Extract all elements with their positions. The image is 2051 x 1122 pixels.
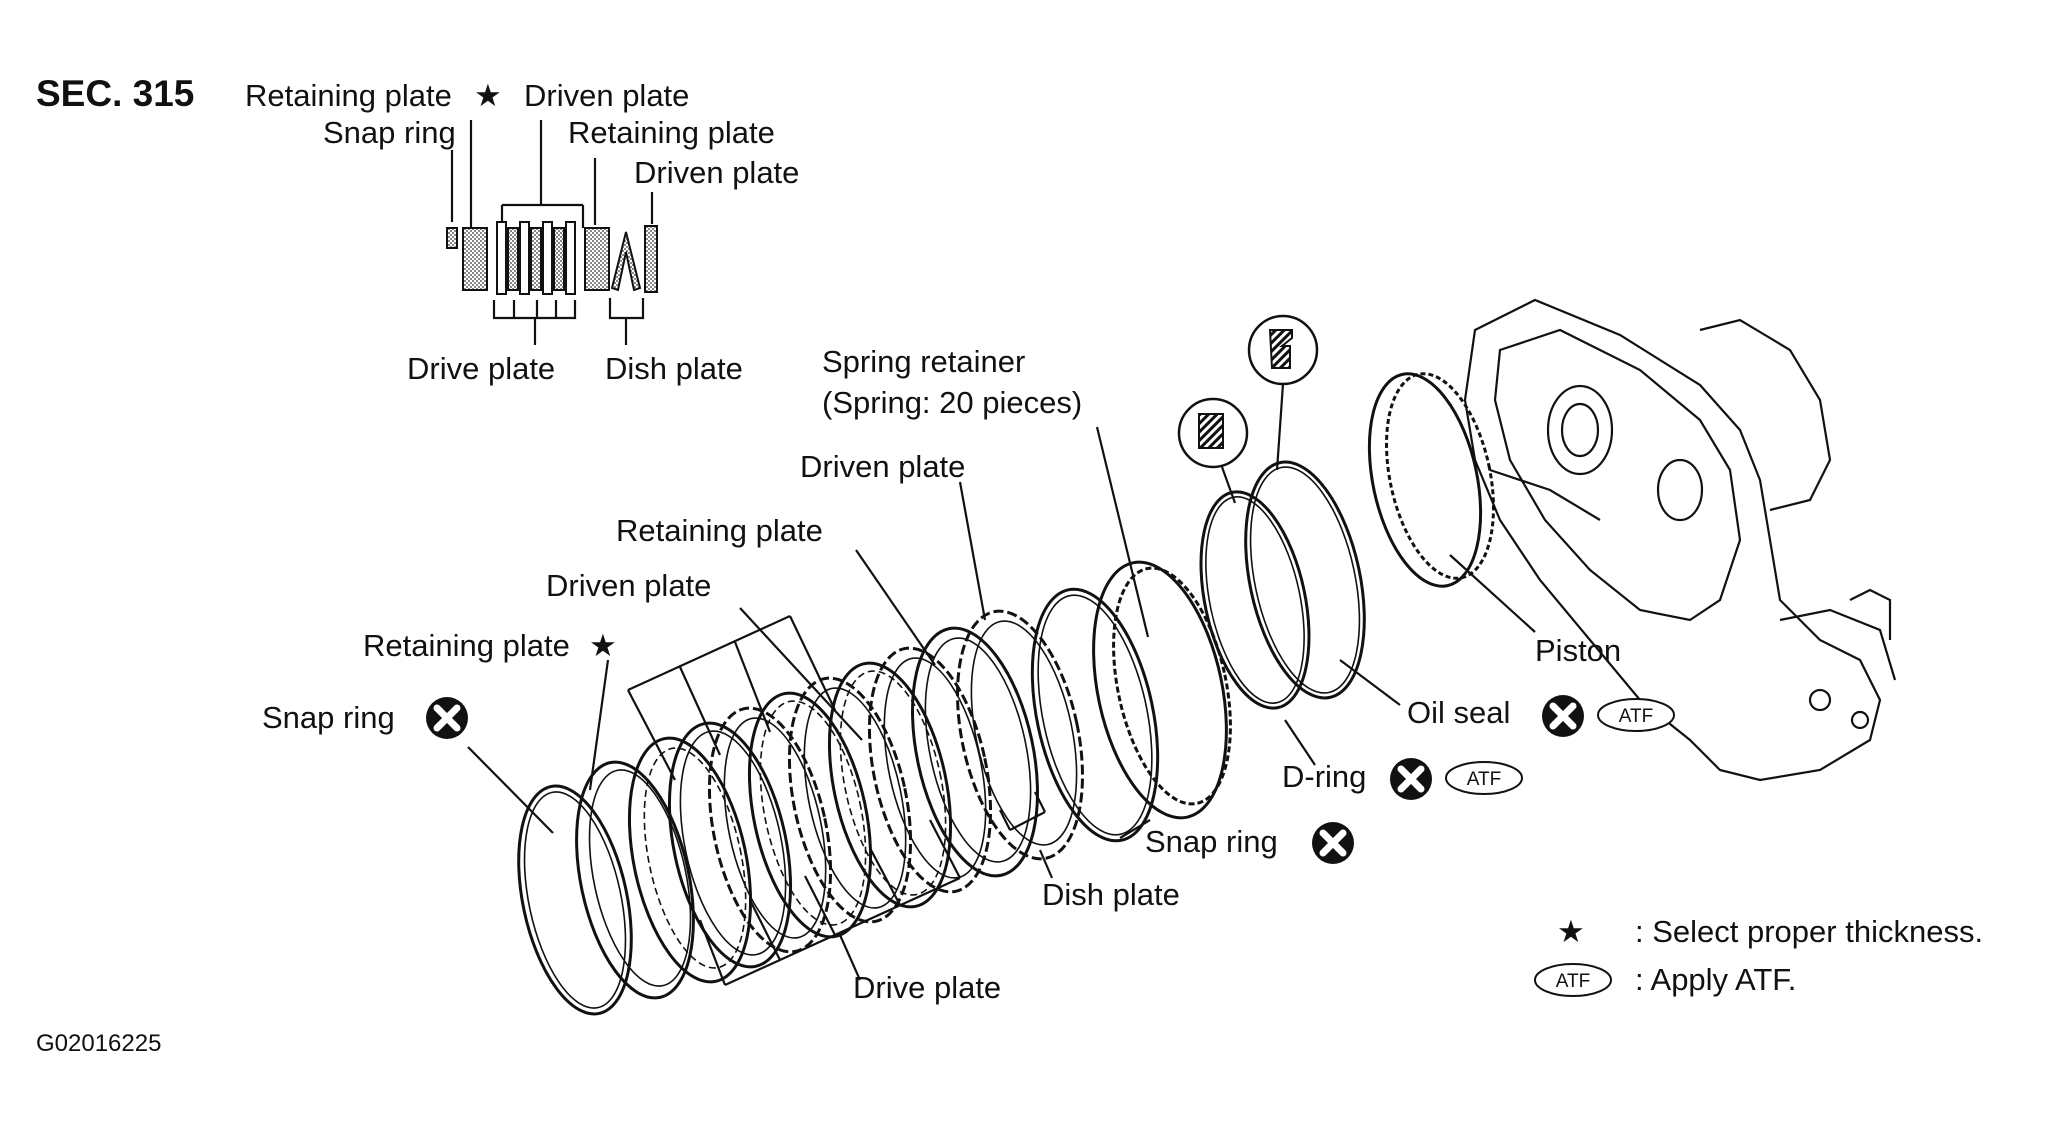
inset-label-driven-plate-right: Driven plate <box>634 155 799 190</box>
label-spring-retainer: Spring retainer <box>822 344 1025 379</box>
inset-snap-ring <box>446 227 458 249</box>
do-not-reuse-icon <box>426 697 468 739</box>
inset-drive-plate <box>565 221 576 295</box>
svg-text:ATF: ATF <box>1467 769 1501 790</box>
inset-drive-plate <box>542 221 553 295</box>
snap-ring-left-part <box>517 784 633 1016</box>
snap-ring-right-part <box>1030 587 1160 843</box>
piston-part <box>1367 372 1483 588</box>
inset-label-retaining-plate-star: Retaining plate <box>245 78 452 113</box>
legend-atf-text: : Apply ATF. <box>1635 962 1796 997</box>
svg-text:ATF: ATF <box>1556 971 1590 992</box>
do-not-reuse-icon <box>1390 758 1432 800</box>
inset-label-dish-plate: Dish plate <box>605 351 743 386</box>
spring-retainer-part <box>1092 560 1228 820</box>
label-dish-plate: Dish plate <box>1042 877 1180 912</box>
label-retaining-plate: Retaining plate <box>616 513 823 548</box>
inset-cross-section: Retaining plate ★ Driven plate Snap ring… <box>245 78 799 386</box>
inset-driven-plate <box>530 227 542 291</box>
label-driven-plate-a: Driven plate <box>800 449 965 484</box>
inset-label-snap-ring: Snap ring <box>323 115 456 150</box>
d-ring-part <box>1199 490 1311 710</box>
inset-star-icon: ★ <box>474 78 502 113</box>
do-not-reuse-icon <box>1312 822 1354 864</box>
inset-driven-plate <box>644 225 658 293</box>
label-d-ring: D-ring <box>1282 759 1366 794</box>
inset-label-driven-plate-top: Driven plate <box>524 78 689 113</box>
transmission-case <box>1463 298 1897 782</box>
label-snap-ring-right: Snap ring <box>1145 824 1278 859</box>
label-piston: Piston <box>1535 633 1621 668</box>
inset-dish-plate <box>610 231 642 292</box>
label-oil-seal: Oil seal <box>1407 695 1510 730</box>
inset-drive-plate <box>496 221 507 295</box>
clutch-pack <box>517 372 1495 1016</box>
leader-lines <box>467 426 1536 987</box>
inset-driven-plate <box>507 227 519 291</box>
inset-drive-plate <box>519 221 530 295</box>
label-retaining-plate-star: Retaining plate <box>363 628 570 663</box>
seal-cross-section-icon <box>1177 314 1319 504</box>
label-drive-plate: Drive plate <box>853 970 1001 1005</box>
svg-text:ATF: ATF <box>1619 706 1653 727</box>
plate-stack <box>627 609 1084 984</box>
inset-driven-plate <box>553 227 565 291</box>
figure-code: G02016225 <box>36 1030 161 1057</box>
inset-label-retaining-plate: Retaining plate <box>568 115 775 150</box>
label-snap-ring-left: Snap ring <box>262 700 395 735</box>
legend-star-icon: ★ <box>1557 914 1585 949</box>
retaining-plate-star-part <box>575 760 695 1000</box>
legend-star-text: : Select proper thickness. <box>1635 914 1983 949</box>
inset-label-drive-plate: Drive plate <box>407 351 555 386</box>
label-spring-count: (Spring: 20 pieces) <box>822 385 1082 420</box>
do-not-reuse-icon <box>1542 695 1584 737</box>
inset-retaining-plate-star <box>462 227 488 291</box>
oil-seal-part <box>1244 460 1366 700</box>
star-icon: ★ <box>589 628 617 663</box>
legend-atf-icon: ATF <box>1534 963 1612 997</box>
atf-icon: ATF <box>1445 761 1523 795</box>
atf-icon: ATF <box>1597 698 1675 732</box>
label-driven-plate-b: Driven plate <box>546 568 711 603</box>
inset-retaining-plate <box>584 227 610 291</box>
legend: ★ : Select proper thickness. ATF : Apply… <box>1534 914 1983 997</box>
section-number: SEC. 315 <box>36 73 194 114</box>
